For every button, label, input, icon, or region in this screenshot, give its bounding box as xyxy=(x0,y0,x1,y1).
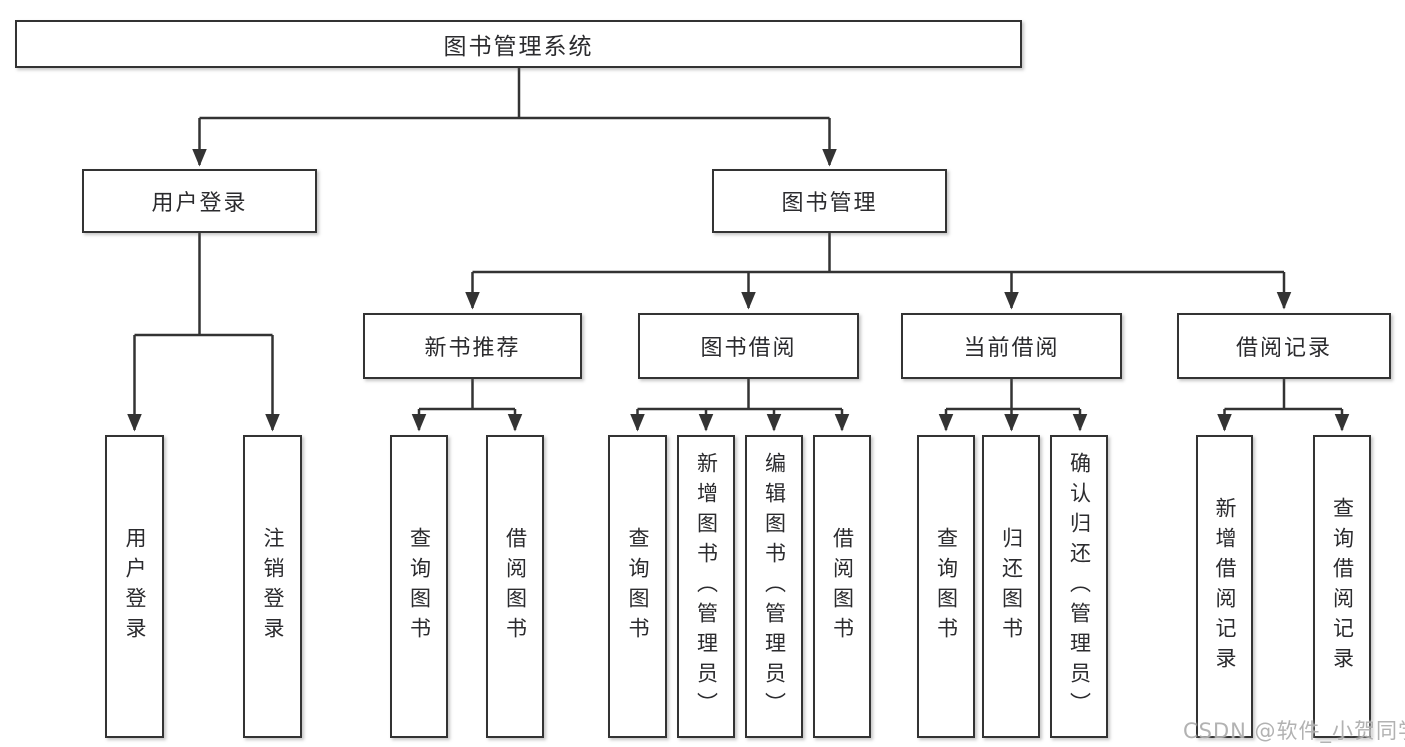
node-current-borrowing: 当前借阅 xyxy=(901,313,1122,379)
node-leaf-user-login: 用户登录 xyxy=(105,435,164,738)
node-borrowing-records: 借阅记录 xyxy=(1177,313,1391,379)
node-leaf-query-books-current: 查询图书 xyxy=(917,435,975,738)
node-leaf-borrow-books-rec: 借阅图书 xyxy=(486,435,544,738)
node-leaf-borrow-books: 借阅图书 xyxy=(813,435,871,738)
node-leaf-edit-books-admin: 编辑图书（管理员） xyxy=(745,435,803,738)
node-leaf-return-books: 归还图书 xyxy=(982,435,1040,738)
node-library-management-system: 图书管理系统 xyxy=(15,20,1022,68)
node-leaf-query-books-rec: 查询图书 xyxy=(390,435,448,738)
node-book-borrowing: 图书借阅 xyxy=(638,313,859,379)
node-new-book-recommendation: 新书推荐 xyxy=(363,313,582,379)
node-leaf-query-borrow-record: 查询借阅记录 xyxy=(1313,435,1371,738)
node-leaf-query-books-borrow: 查询图书 xyxy=(608,435,667,738)
node-leaf-confirm-return-admin: 确认归还（管理员） xyxy=(1050,435,1108,738)
node-book-management-branch: 图书管理 xyxy=(712,169,947,233)
node-leaf-add-books-admin: 新增图书（管理员） xyxy=(677,435,735,738)
node-user-login-branch: 用户登录 xyxy=(82,169,317,233)
csdn-watermark: CSDN @软件_小贺同学 xyxy=(1183,719,1405,743)
node-leaf-logout: 注销登录 xyxy=(243,435,302,738)
node-leaf-add-borrow-record: 新增借阅记录 xyxy=(1196,435,1253,738)
